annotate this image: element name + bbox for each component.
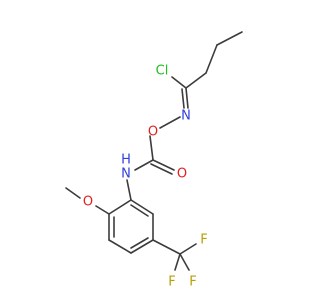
atom-labels: Cl N O N H O O F F F <box>83 64 208 290</box>
methoxy-oxygen-label: O <box>83 195 93 210</box>
bonds <box>65 31 243 271</box>
bond-carbonyl-double-a <box>152 159 175 171</box>
bond-carbonyl-nh <box>134 159 154 171</box>
bond-ring-methoxy-o <box>95 205 110 215</box>
imine-nitrogen-label: N <box>181 109 191 124</box>
ring-bond-6 <box>130 199 154 215</box>
bond-o-carbonyl-c <box>149 135 154 161</box>
bond-ring-cf3 <box>152 239 181 255</box>
chemical-structure-diagram: Cl N O N H O O F F F <box>65 31 243 290</box>
bond-carbonyl-double-b <box>150 163 173 175</box>
bond-n-o <box>159 116 181 129</box>
bond-c1-c2 <box>216 31 243 46</box>
bond-c4-n-double-a <box>185 87 189 109</box>
fluorine-atom-label-2: F <box>168 275 175 290</box>
fluorine-atom-label-1: F <box>200 233 207 248</box>
fluorine-atom-label-3: F <box>189 275 196 290</box>
bond-c-f-1 <box>179 243 197 255</box>
bond-methoxy-o-ch3 <box>65 187 81 199</box>
bond-c3-c4 <box>185 72 207 89</box>
ring-bond-3 <box>108 239 132 254</box>
bond-c-f-3 <box>179 253 190 271</box>
carbonyl-oxygen-label: O <box>177 167 187 182</box>
ring-bond-1 <box>108 199 132 215</box>
amide-hydrogen-label: H <box>121 153 131 168</box>
chlorine-atom-label: Cl <box>156 64 169 79</box>
ring-bond-4 <box>130 239 154 254</box>
bond-c4-cl <box>171 76 187 89</box>
amide-nitrogen-label: N <box>121 167 131 182</box>
bond-c4-n-double-b <box>181 88 185 109</box>
ring-inner-3 <box>130 204 149 217</box>
bond-c2-c3 <box>205 44 218 74</box>
ring-inner-2 <box>130 237 149 249</box>
bond-nh-ring <box>126 179 132 201</box>
bond-c-f-2 <box>174 253 181 271</box>
ether-oxygen-label: O <box>148 125 158 140</box>
